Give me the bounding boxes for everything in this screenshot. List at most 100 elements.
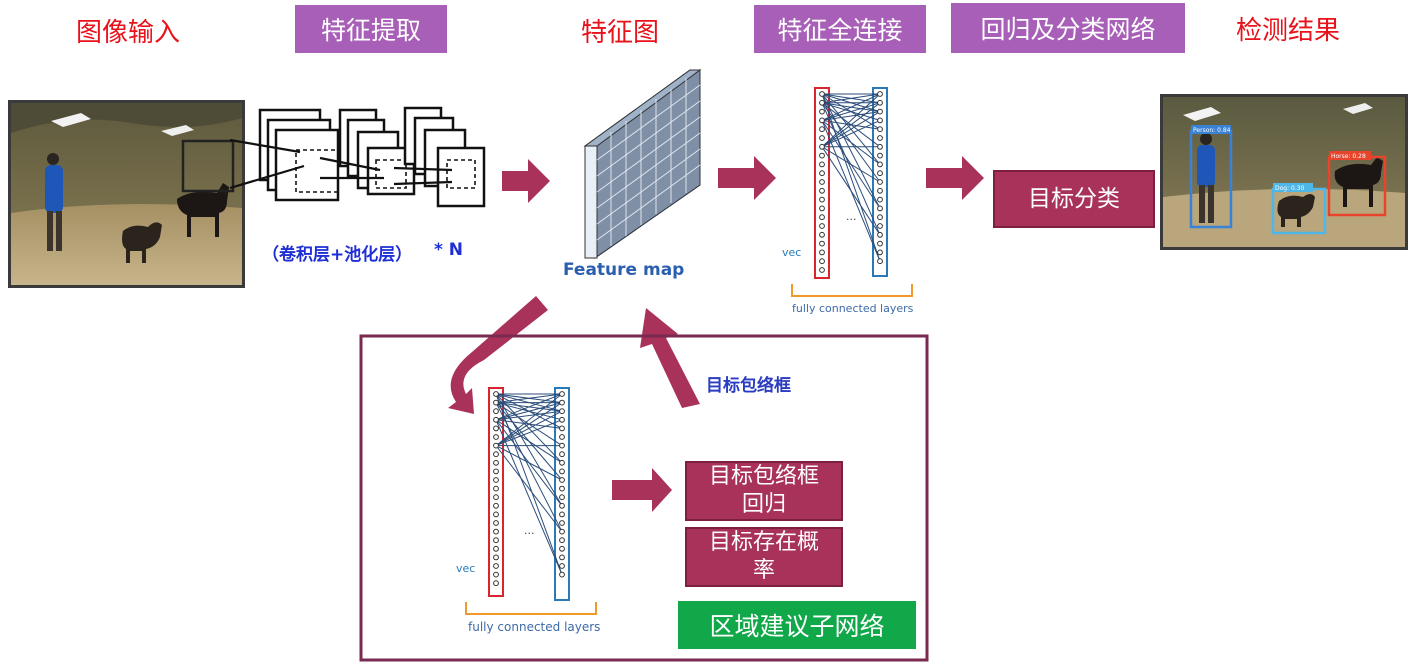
fc-output-node xyxy=(877,108,883,115)
fc-output-node xyxy=(877,240,883,247)
fc-output-node xyxy=(559,545,565,552)
fc-input-node xyxy=(819,152,825,159)
fc-connection xyxy=(821,102,881,121)
fc-output-node xyxy=(559,537,565,544)
fc-connection xyxy=(821,102,881,148)
fc-connection xyxy=(495,402,563,532)
fc-connection xyxy=(821,146,881,183)
fc-caption-top: fully connected layers xyxy=(792,302,914,315)
fc-connection xyxy=(821,93,881,104)
fc-output-node xyxy=(559,502,565,509)
fc-input-node xyxy=(819,117,825,124)
result-image: Person: 0.84 Dog: 0.30 Horse: 0.28 xyxy=(1160,94,1408,250)
fc-vec-label-rpn: vec xyxy=(456,562,476,575)
fc-output-node xyxy=(559,408,565,415)
fc-input-node xyxy=(493,391,499,397)
fc-connection xyxy=(821,102,881,236)
fc-input-node xyxy=(493,468,499,475)
fc-input-node xyxy=(493,520,499,526)
arrow-rpn-to-map xyxy=(640,308,700,408)
fc-input-node xyxy=(819,205,825,212)
fc-input-node xyxy=(819,249,825,256)
fc-output-node xyxy=(559,571,565,578)
conv-stack-3 xyxy=(403,106,486,208)
header-feature-map: 特征图 xyxy=(581,18,660,48)
fc-bracket-top xyxy=(791,284,913,297)
fc-output-node xyxy=(559,425,565,432)
fc-input-node xyxy=(493,425,499,432)
fc-output-node xyxy=(877,152,883,159)
fc-input-node xyxy=(819,126,825,133)
conv-caption: （卷积层+池化层） xyxy=(262,245,413,265)
fc-output-column xyxy=(872,87,888,277)
fc-caption-rpn: fully connected layers xyxy=(468,620,601,634)
fc-output-node xyxy=(559,451,565,458)
fc-output-node xyxy=(877,196,883,203)
fc-output-node xyxy=(877,258,883,265)
fc-input-node xyxy=(493,537,499,544)
fc-diagram-top xyxy=(814,87,888,279)
fc-output-node xyxy=(559,442,565,449)
fc-connection xyxy=(821,111,881,121)
fc-output-node xyxy=(877,223,883,229)
fc-diagram-rpn xyxy=(488,387,570,601)
header-image-input: 图像输入 xyxy=(76,18,181,48)
fc-output-node xyxy=(877,126,883,133)
header-feature-fc: 特征全连接 xyxy=(754,5,926,53)
result-scene: Person: 0.84 Dog: 0.30 Horse: 0.28 xyxy=(1163,97,1405,247)
fc-output-node xyxy=(559,485,565,492)
conv-repeat: * N xyxy=(434,240,464,260)
fc-connection xyxy=(495,445,563,532)
fc-input-column xyxy=(814,87,830,279)
fc-output-node xyxy=(877,161,883,168)
fc-output-node xyxy=(877,179,883,185)
flow-arrows xyxy=(502,156,984,512)
fc-connection xyxy=(495,393,563,404)
fc-output-node xyxy=(559,563,565,569)
det-label-person: Person: 0.84 xyxy=(1193,127,1231,134)
arrow-fc-to-cls xyxy=(926,156,984,200)
fc-input-node xyxy=(819,187,825,194)
feature-map-label: Feature map xyxy=(563,260,685,280)
fc-input-node xyxy=(819,267,825,273)
fc-output-node xyxy=(877,187,883,194)
objectness-box: 目标存在概 率 xyxy=(685,527,843,587)
fc-connection xyxy=(495,402,563,421)
fc-input-node xyxy=(493,485,499,492)
fc-output-node xyxy=(559,434,565,440)
fc-input-node xyxy=(493,494,499,501)
fc-connection xyxy=(495,419,563,447)
fc-input-node xyxy=(493,434,499,440)
fc-connection xyxy=(495,393,563,446)
fc-input-node xyxy=(493,416,499,423)
det-label-dog: Dog: 0.30 xyxy=(1275,185,1305,192)
fc-output-node xyxy=(559,477,565,483)
fc-input-node xyxy=(493,571,499,578)
fc-output-node xyxy=(877,143,883,150)
fc-input-node xyxy=(493,502,499,509)
fc-connection xyxy=(821,93,881,148)
fc-input-node xyxy=(819,231,825,238)
arrow-map-to-rpn xyxy=(448,296,548,414)
fc-input-node xyxy=(819,161,825,168)
fc-input-node xyxy=(819,91,825,97)
fc-connection xyxy=(495,410,563,421)
fc-connection xyxy=(495,419,563,575)
fc-input-node xyxy=(819,143,825,150)
fc-bracket-rpn xyxy=(465,602,597,615)
fc-output-node xyxy=(559,554,565,561)
fc-input-node xyxy=(819,196,825,203)
fc-connection xyxy=(495,402,563,447)
conv-stack-2 xyxy=(338,108,416,196)
fc-output-node xyxy=(559,459,565,466)
fc-output-node xyxy=(877,99,883,106)
fc-input-node xyxy=(493,563,499,569)
fc-vec-label-top: vec xyxy=(782,246,802,259)
feature-map-block xyxy=(583,69,702,259)
fc-connection xyxy=(821,111,881,148)
fc-input-node xyxy=(493,442,499,449)
det-label-horse: Horse: 0.28 xyxy=(1331,153,1366,160)
fc-connection xyxy=(821,146,881,236)
fc-output-node xyxy=(559,468,565,475)
fc-input-node xyxy=(819,135,825,141)
